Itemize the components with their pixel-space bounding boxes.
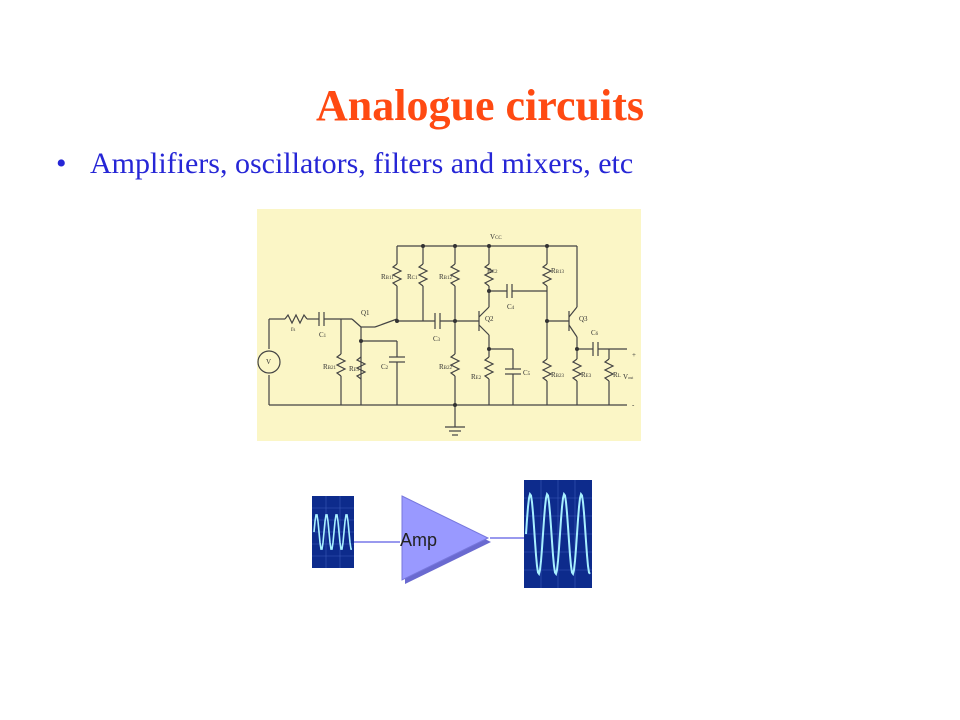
vout-label: Vout: [623, 373, 634, 381]
voltage-source: [257, 350, 281, 374]
resistor-rs: [284, 313, 308, 325]
resistor-re3: [571, 358, 583, 382]
resistor-rb23: [541, 358, 553, 382]
vcc-label: VCC: [490, 233, 502, 241]
resistor-re2: [483, 356, 495, 380]
label-rb22: RB22: [439, 363, 453, 371]
slide-title: Analogue circuits: [316, 81, 644, 130]
label-c5: C5: [523, 369, 531, 377]
resistor-rc1: [417, 263, 429, 287]
source-label: V: [266, 358, 271, 366]
label-rc1: RC1: [407, 273, 418, 281]
label-rb11: RB11: [381, 273, 394, 281]
resistor-rb11: [391, 263, 403, 287]
label-rc2: RC2: [487, 267, 498, 275]
label-re3: RE3: [581, 371, 592, 379]
transistor-q1: [351, 318, 362, 328]
label-rl: RL: [613, 371, 621, 379]
label-q2: Q2: [485, 315, 494, 323]
label-rb13: RB13: [551, 267, 565, 275]
resistor-rb12: [449, 263, 461, 287]
label-c6: C6: [591, 329, 599, 337]
input-waveform: [313, 514, 352, 550]
amplifier-triangle[interactable]: [401, 495, 490, 581]
label-q1: Q1: [361, 309, 370, 317]
resistor-rc2: [483, 263, 495, 287]
resistor-rb22: [449, 353, 461, 377]
resistor-rb21: [335, 353, 347, 377]
bullet-item: • Amplifiers, oscillators, filters and mi…: [56, 142, 633, 186]
bullet-text: Amplifiers, oscillators, filters and mix…: [90, 147, 634, 180]
resistor-rb13: [541, 263, 553, 287]
amplifier-schematic: V VCC Vout + - rs C1 Q1 RB21 RE1 C2 RB11…: [257, 209, 641, 441]
label-re2: RE2: [471, 373, 482, 381]
schematic-background: [257, 209, 641, 441]
label-rb21: RB21: [323, 363, 337, 371]
label-rb12: RB12: [439, 273, 453, 281]
label-c1: C1: [319, 331, 327, 339]
minus-label: -: [632, 401, 635, 409]
label-re1: RE1: [349, 365, 360, 373]
resistor-re1: [355, 356, 367, 380]
label-q3: Q3: [579, 315, 588, 323]
amplifier-label: Amp: [400, 530, 437, 550]
plus-label: +: [632, 351, 636, 359]
label-c3: C3: [433, 335, 441, 343]
amplifier-block-diagram: Amp: [312, 480, 592, 588]
bullet-marker: •: [56, 147, 67, 180]
label-rs: rs: [291, 325, 295, 333]
label-rb23: RB23: [551, 371, 565, 379]
label-c2: C2: [381, 363, 389, 371]
label-c4: C4: [507, 303, 515, 311]
output-waveform: [525, 491, 591, 577]
resistor-rl: [603, 358, 615, 382]
